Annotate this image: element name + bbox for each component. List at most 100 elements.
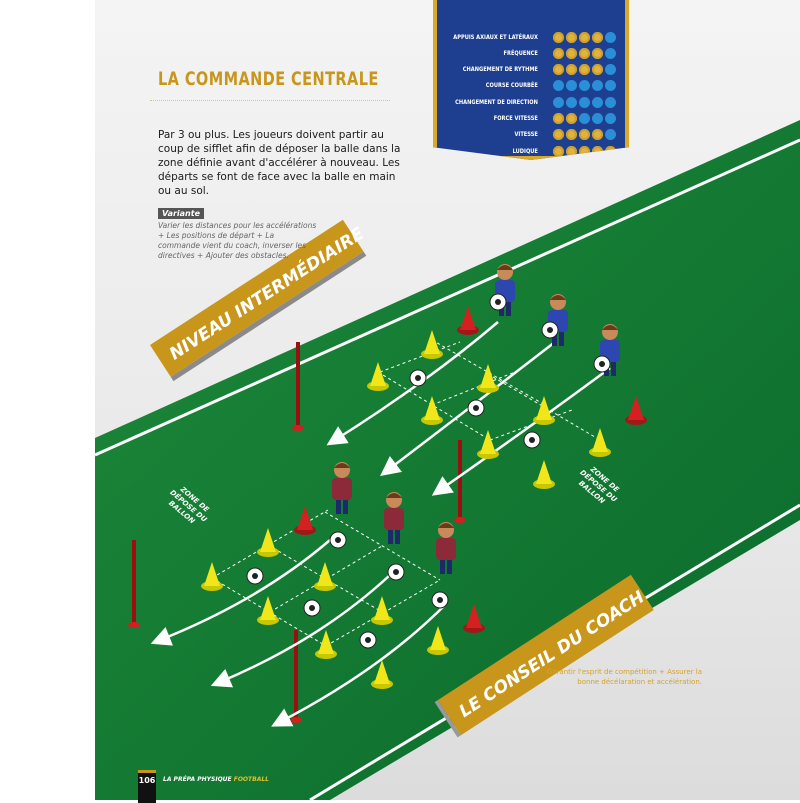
rating-row: FORCE VITESSE [437,112,623,126]
zone-line [487,373,601,441]
ball-icon [579,145,590,157]
ball-icon [437,597,443,603]
player [602,325,618,330]
ball-icon [553,129,564,141]
ball-icon [529,437,535,443]
variant-tag: Variante [158,208,204,219]
ball-icon [579,47,590,59]
ball-icon [605,47,616,59]
rating-label: FORCE VITESSE [493,115,538,122]
cone-icon [466,604,482,628]
ball-icon [566,31,577,43]
ball-icon [553,113,564,124]
ball-icon [473,405,479,411]
player [552,330,557,346]
ball-icon [553,64,564,76]
coach-tip: Garantir l'esprit de compétition + Assur… [546,668,702,686]
ball-icon [592,80,603,92]
ball-icon [579,113,590,124]
cone-icon [370,362,386,386]
book-title: LA PRÉPA PHYSIQUE FOOTBALL [163,776,269,783]
rating-label: VITESSE [514,131,538,139]
cone-icon [204,562,220,586]
player [343,498,348,514]
ball-icon [415,375,421,381]
cone-icon [297,506,313,530]
player [332,478,352,500]
player [384,508,404,530]
pitch [95,120,800,800]
cone-icon [260,528,276,552]
cone-icon [424,396,440,420]
ball-icon [252,573,258,579]
cone-icon [374,596,390,620]
zone-line [379,341,461,373]
ball-icon [605,113,616,124]
pole [290,717,302,723]
player [438,523,454,528]
cone-icon [536,396,552,420]
player [447,558,452,574]
ball-icon [309,605,315,611]
ball-icon [553,145,564,157]
arrow [210,574,391,688]
ball-icon [579,80,590,92]
player [440,558,445,574]
ball-icon [592,64,603,76]
pole [128,622,140,628]
player [395,528,400,544]
rating-label: CHANGEMENT DE RYTHME [462,66,538,74]
rating-dots [553,64,616,76]
ball-icon [579,64,590,76]
rating-dots [553,113,616,124]
ball-icon [553,96,564,108]
cone-icon [480,364,496,388]
cone-icon [460,306,476,330]
player [611,360,616,376]
cone-icon [628,396,644,420]
rating-dots [553,80,616,92]
rating-row: CHANGEMENT DE RYTHME [437,63,623,77]
ball-icon [553,31,564,43]
ball-icon [566,64,577,76]
ball-icon [553,80,564,92]
zone-line [325,579,441,647]
zone-line [269,545,383,613]
ball-icon [579,31,590,43]
player [386,493,402,498]
ball-icon [495,299,501,305]
ball-icon [335,537,341,543]
ball-icon [579,96,590,108]
ball-icon [566,129,577,141]
arrow [271,604,446,727]
ball-icon [592,31,603,43]
cone-icon [430,626,446,650]
ball-icon [605,96,616,108]
cone-icon [317,562,333,586]
ball-icon [605,64,616,76]
ball-icon [553,47,564,59]
variant-text: Varier les distances pour les accélérati… [158,221,317,260]
rating-dots [553,47,616,59]
ball-icon [592,96,603,108]
player [334,463,350,468]
cone-icon [318,630,334,654]
rating-dots [553,96,616,108]
rating-dots [553,129,616,141]
rating-label: COURSE COURBÉE [485,82,538,90]
ball-icon [547,327,553,333]
pole [454,517,466,523]
player [436,538,456,560]
touchline [94,138,800,457]
ball-icon [592,113,603,124]
book-title-main: LA PRÉPA PHYSIQUE [163,776,232,783]
ball-icon [566,113,577,124]
ball-icon [566,80,577,92]
ball-icon [592,145,603,157]
exercise-description: Par 3 ou plus. Les joueurs doivent parti… [158,129,401,197]
book-title-sub: FOOTBALL [233,776,269,783]
player [559,330,564,346]
rating-row: CHANGEMENT DE DIRECTION [437,95,623,109]
page-number: 106 [138,770,156,803]
